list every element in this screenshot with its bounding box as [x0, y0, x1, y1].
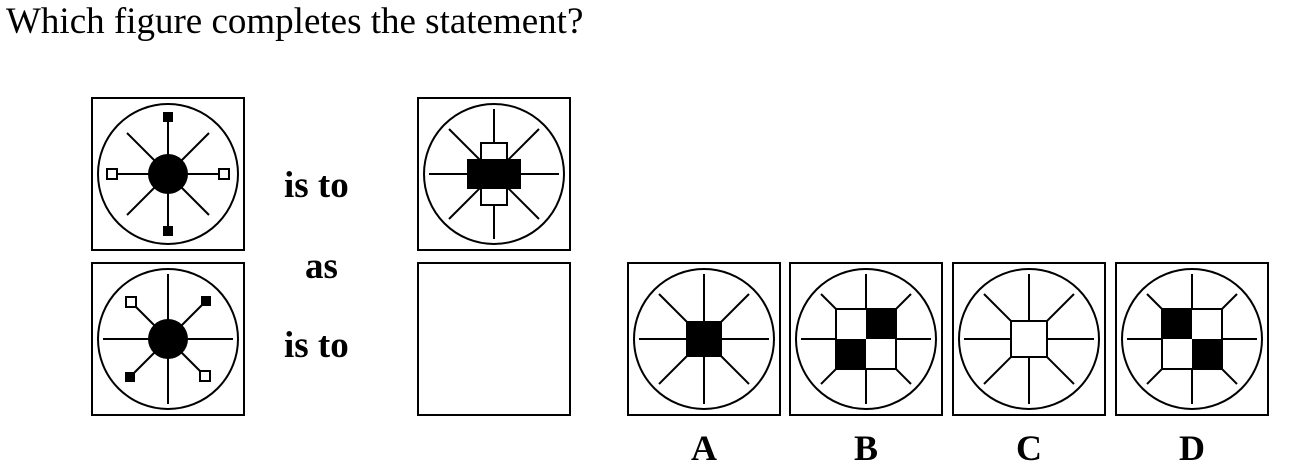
analogy-word-as: as [305, 246, 338, 287]
figure-top-right [417, 97, 571, 251]
figure-top-left [91, 97, 245, 251]
wheel-figure-icon [1121, 268, 1263, 410]
option-b-label[interactable]: B [853, 428, 878, 468]
wheel-figure-icon [97, 103, 239, 245]
analogy-word-is-to-2: is to [284, 325, 349, 366]
option-c-label[interactable]: C [1016, 428, 1042, 468]
wheel-figure-icon [423, 103, 565, 245]
figure-bottom-left [91, 262, 245, 416]
option-b-tile[interactable] [789, 262, 943, 416]
option-a-label[interactable]: A [691, 428, 717, 468]
option-a-tile[interactable] [627, 262, 781, 416]
wheel-figure-icon [633, 268, 775, 410]
option-d-tile[interactable] [1115, 262, 1269, 416]
wheel-figure-icon [795, 268, 937, 410]
wheel-figure-icon [958, 268, 1100, 410]
option-c-tile[interactable] [952, 262, 1106, 416]
figure-bottom-right-empty [417, 262, 571, 416]
question-text: Which figure completes the statement? [6, 1, 584, 42]
wheel-figure-icon [97, 268, 239, 410]
analogy-word-is-to-1: is to [284, 165, 349, 206]
option-d-label[interactable]: D [1179, 428, 1205, 468]
